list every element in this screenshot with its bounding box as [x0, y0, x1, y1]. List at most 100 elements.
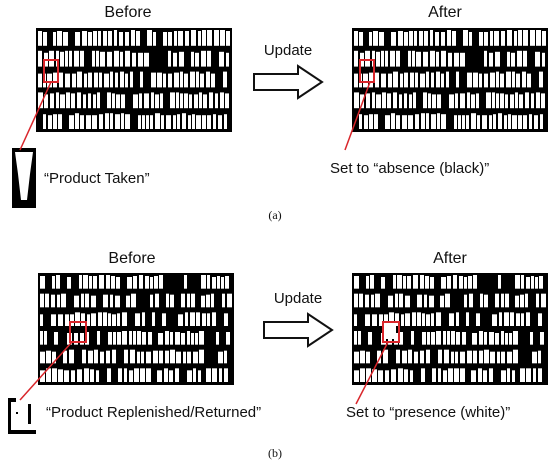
product-slot [219, 368, 222, 382]
product-slot [207, 30, 212, 46]
product-slot [107, 368, 111, 382]
product-slot [207, 313, 210, 326]
product-slot [391, 113, 395, 129]
product-slot [441, 32, 445, 46]
product-slot [425, 276, 429, 289]
product-slot [420, 275, 424, 289]
product-slot [354, 351, 359, 364]
product-slot [449, 313, 454, 326]
product-slot [112, 93, 115, 109]
product-slot [193, 368, 196, 382]
product-slot [467, 350, 472, 364]
product-slot [376, 51, 380, 67]
product-slot [479, 73, 482, 88]
product-slot [536, 92, 540, 109]
product-slot [479, 350, 483, 364]
product-slot [71, 93, 75, 109]
product-slot [447, 30, 451, 46]
product-slot [393, 71, 398, 88]
product-slot [422, 313, 425, 326]
product-slot [472, 333, 477, 345]
product-slot [93, 94, 96, 109]
product-slot [98, 31, 101, 46]
product-slot [52, 368, 57, 382]
product-slot [393, 92, 397, 109]
product-slot [441, 50, 446, 67]
product-slot [176, 351, 181, 364]
product-slot [217, 276, 220, 289]
product-slot [476, 93, 479, 109]
product-slot [509, 333, 512, 345]
product-slot [162, 313, 166, 326]
product-slot [66, 92, 70, 109]
after-title-a: After [428, 4, 462, 21]
product-slot [75, 312, 80, 326]
product-slot [393, 275, 396, 289]
product-slot [83, 275, 88, 289]
product-slot [170, 349, 175, 364]
product-slot [398, 368, 403, 382]
product-slot [484, 50, 487, 67]
product-slot [60, 94, 65, 109]
product-slot [429, 295, 434, 308]
product-slot [540, 114, 543, 129]
product-slot [397, 275, 402, 289]
product-slot [137, 351, 140, 364]
product-slot [219, 51, 224, 67]
product-slot [153, 350, 158, 364]
product-slot [532, 351, 537, 364]
product-slot [379, 314, 383, 326]
update-arrow-b [263, 312, 334, 348]
product-slot [202, 115, 206, 129]
product-slot [107, 92, 111, 109]
product-slot [404, 72, 408, 88]
product-slot [148, 332, 152, 345]
product-slot [40, 276, 45, 289]
product-slot [77, 369, 82, 382]
product-slot [498, 113, 502, 129]
product-slot [187, 331, 190, 345]
product-slot [437, 94, 441, 109]
product-slot [460, 351, 465, 364]
product-slot [371, 294, 374, 308]
product-slot [408, 115, 413, 129]
product-slot [44, 331, 47, 345]
product-slot [69, 349, 74, 364]
before-shelf-image-a [36, 28, 232, 132]
product-slot [150, 277, 153, 289]
product-slot [381, 50, 384, 67]
product-slot [138, 52, 143, 67]
product-slot [385, 370, 389, 382]
product-slot [471, 370, 476, 382]
product-slot [469, 32, 472, 46]
product-slot [191, 293, 195, 308]
product-slot [452, 31, 456, 46]
product-slot [530, 30, 535, 46]
product-slot [441, 73, 444, 88]
product-slot [49, 50, 54, 67]
product-slot [96, 50, 99, 67]
product-slot [188, 115, 191, 129]
product-slot [489, 332, 494, 345]
product-slot [456, 71, 459, 88]
product-slot [108, 31, 112, 46]
product-slot [122, 331, 127, 345]
product-slot [140, 368, 145, 382]
product-slot [92, 115, 97, 129]
product-slot [507, 351, 512, 364]
product-slot [125, 73, 128, 88]
product-slot [93, 31, 97, 46]
product-slot [467, 92, 470, 109]
product-slot [159, 275, 163, 289]
product-slot [106, 350, 110, 364]
product-slot [53, 114, 57, 129]
presence-fill [384, 323, 396, 339]
product-slot [436, 331, 441, 345]
product-slot [38, 73, 42, 88]
product-slot [521, 313, 524, 326]
before-title-a: Before [104, 4, 152, 21]
product-slot [166, 115, 171, 129]
product-slot [85, 332, 89, 345]
product-slot [139, 275, 143, 289]
product-slot [114, 50, 119, 67]
